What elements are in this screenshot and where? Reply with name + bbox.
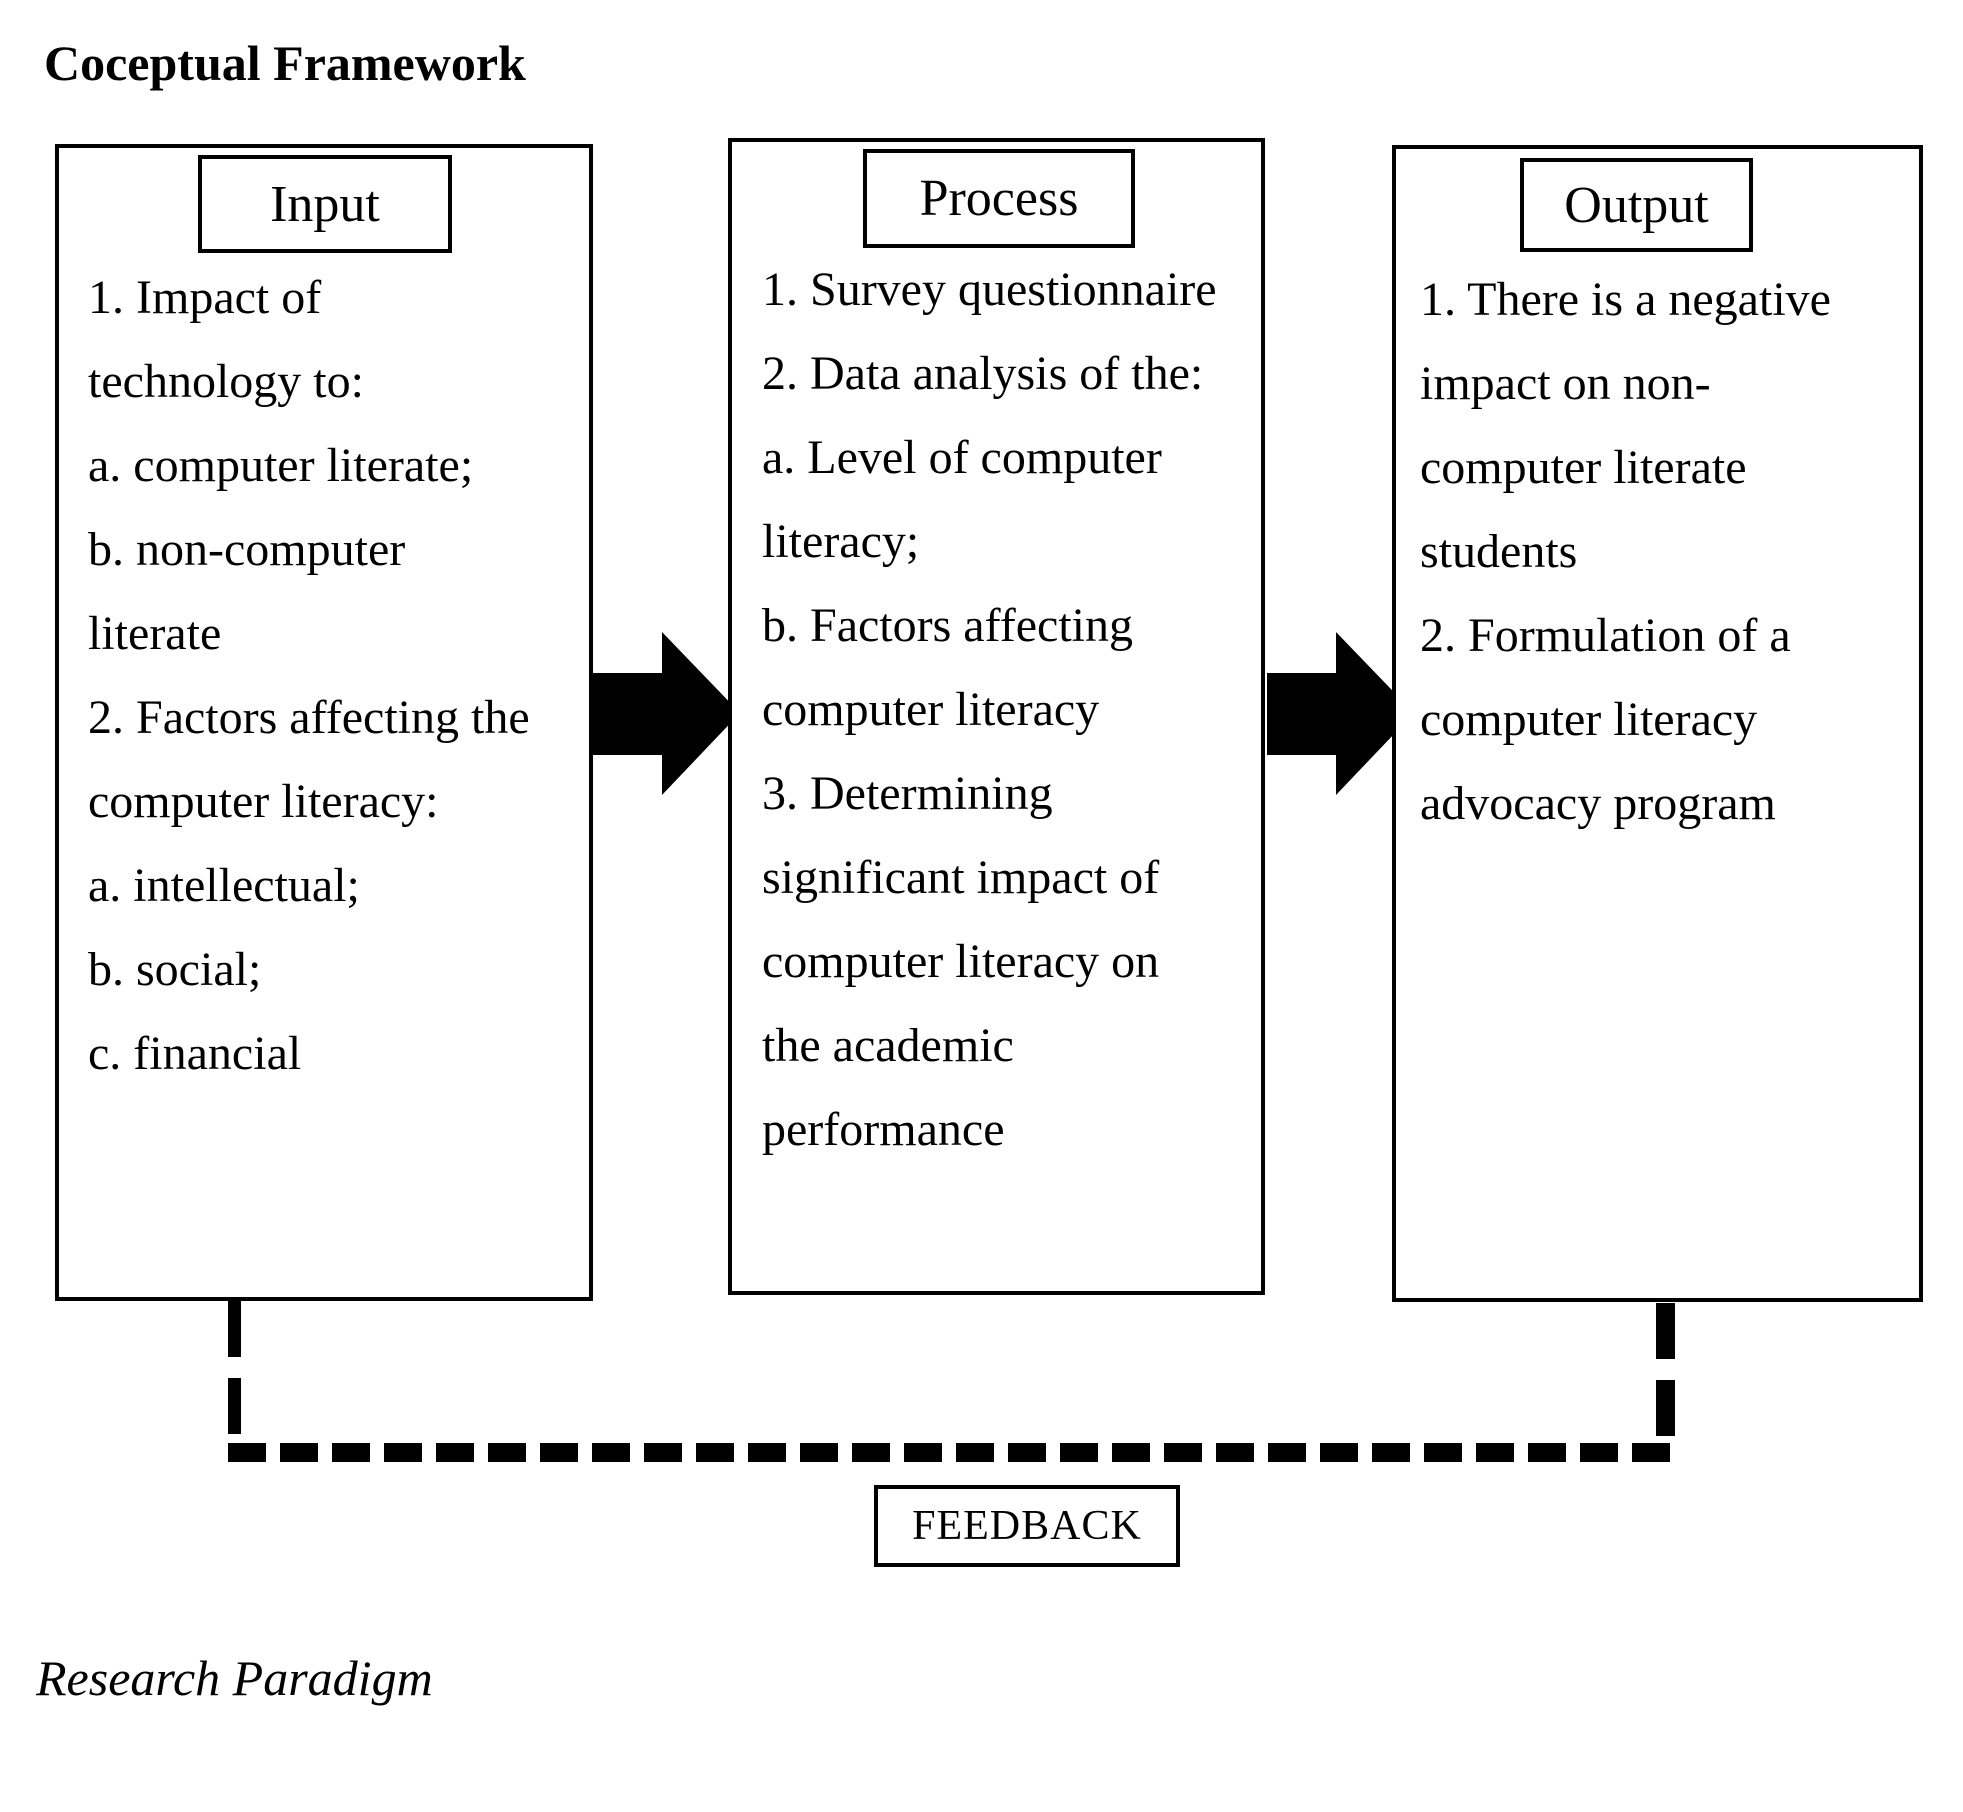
feedback-connector-right-dashed-line <box>1656 1303 1675 1442</box>
input-label: Input <box>270 175 380 233</box>
process-label-box: Process <box>863 149 1135 248</box>
research-paradigm-caption: Research Paradigm <box>36 1650 433 1706</box>
feedback-connector-bottom-dashed-line <box>228 1443 1675 1462</box>
output-box: Output 1. There is a negative impact on … <box>1392 145 1923 1302</box>
output-label: Output <box>1564 176 1709 234</box>
feedback-label: FEEDBACK <box>912 1503 1142 1549</box>
input-box: Input 1. Impact of technology to: a. com… <box>55 144 593 1301</box>
feedback-connector-left-dashed-line <box>228 1301 241 1443</box>
input-body-text: 1. Impact of technology to: a. computer … <box>88 271 530 1080</box>
page-title: Coceptual Framework <box>44 35 526 91</box>
output-label-box: Output <box>1520 158 1753 252</box>
process-box: Process 1. Survey questionnaire 2. Data … <box>728 138 1265 1295</box>
process-body-text: 1. Survey questionnaire 2. Data analysis… <box>762 263 1217 1156</box>
feedback-box: FEEDBACK <box>874 1485 1180 1567</box>
output-body-text: 1. There is a negative impact on non- co… <box>1420 273 1831 830</box>
block-arrow-right-icon <box>593 632 740 795</box>
process-label: Process <box>919 170 1079 227</box>
input-label-box: Input <box>198 155 452 253</box>
block-arrow-right-icon <box>1267 632 1414 795</box>
